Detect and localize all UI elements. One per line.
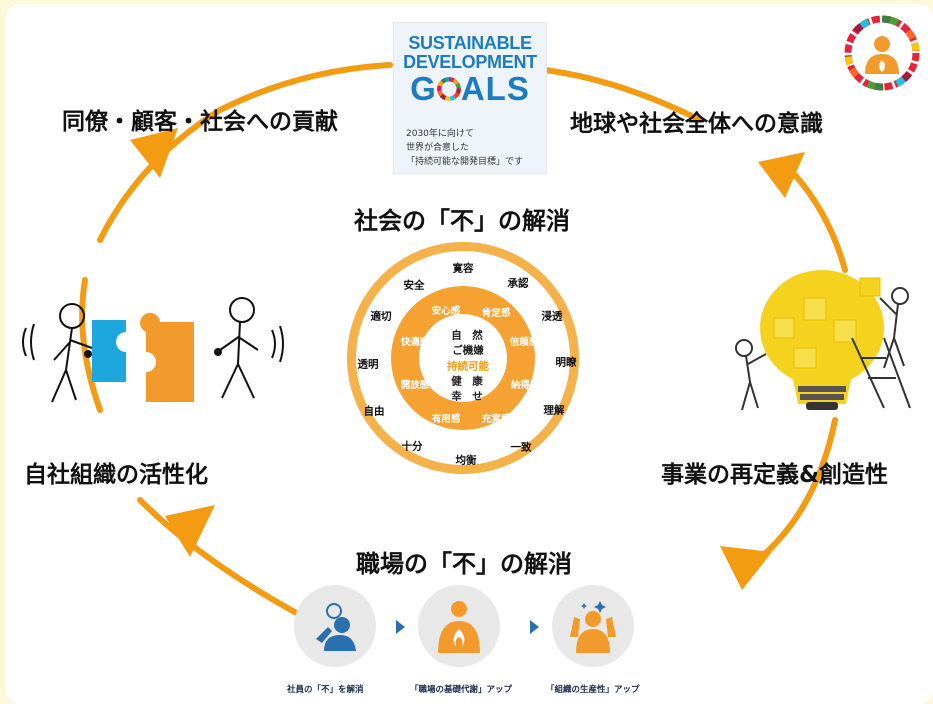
- arc-left: [79, 277, 103, 413]
- wheel-middle-item: 信頼感: [509, 337, 539, 348]
- strong-person-icon: [570, 601, 616, 653]
- label-right: 事業の再定義&創造性: [661, 462, 889, 488]
- wheel-middle-item: 安心感: [431, 306, 461, 317]
- arc-bottom-left: [137, 497, 303, 618]
- wheel-middle-item: 快適感: [400, 337, 430, 348]
- sdg-goals-g: G: [410, 70, 437, 107]
- sdg-wheel-icon: [436, 77, 461, 101]
- sdg-line1: SUSTAINABLE: [408, 33, 532, 53]
- wheel-outer-item: 寛容: [452, 262, 474, 275]
- metabolism-person-icon: [438, 601, 480, 653]
- arrow-bottom-right: [720, 546, 772, 590]
- arc-right-upper: [792, 172, 848, 273]
- arrow-top-left: [130, 128, 178, 178]
- lightbulb-puzzle-illustration: [735, 270, 911, 411]
- sdg-sub3: 「持続可能な開発目標」です: [406, 157, 524, 167]
- wheel-middle-item: 肯定感: [481, 308, 511, 319]
- center-title: 社会の「不」の解消: [354, 207, 570, 235]
- sdg-logo: SUSTAINABLE DEVELOPMENT G ALS 2030年に向けて 世…: [393, 22, 547, 174]
- arrow-top-right: [758, 152, 805, 198]
- wheel-outer-item: 安全: [403, 279, 425, 292]
- wheel-center-item: 持続可能: [447, 360, 489, 373]
- wheel-middle-item: 納得感: [510, 380, 540, 391]
- sdg-sub1: 2030年に向けて: [406, 129, 474, 139]
- arc-top-left: [97, 62, 393, 243]
- arc-right-lower: [742, 417, 838, 573]
- step-arrow-1: [396, 620, 405, 634]
- step-1-label: 社員の「不」を解消: [287, 685, 364, 695]
- wheel-outer-item: 十分: [401, 440, 423, 453]
- label-top-left: 同僚・顧客・社会への貢献: [62, 109, 338, 135]
- wheel-center-item: 幸 せ: [451, 390, 483, 403]
- wheel-outer-item: 承認: [507, 277, 529, 290]
- wheel-outer-item: 一致: [510, 441, 532, 454]
- step-3-label: 「組織の生産性」アップ: [546, 685, 640, 695]
- wheel-outer-item: 適切: [370, 310, 392, 323]
- label-left: 自社組織の活性化: [24, 462, 208, 488]
- step-arrow-2: [530, 620, 539, 634]
- sdg-goals-rest: ALS: [460, 70, 530, 107]
- wheel-middle-item: 有用感: [431, 414, 461, 425]
- wheel-middle-item: 充実感: [481, 414, 511, 425]
- wheel-outer-item: 浸透: [541, 310, 563, 323]
- sdg-sub2: 世界が合意した: [406, 143, 470, 153]
- wheel-outer-item: 透明: [357, 358, 379, 371]
- values-wheel: [347, 242, 579, 474]
- step-2-label: 「職場の基礎代謝」アップ: [410, 685, 513, 695]
- bottom-title: 職場の「不」の解消: [356, 550, 572, 578]
- sdg-goals: G ALS: [394, 70, 546, 108]
- puzzle-people-illustration: [22, 297, 284, 403]
- wheel-center-item: 健 康: [451, 375, 483, 388]
- wheel-outer-item: 均衡: [455, 454, 477, 467]
- arrow-bottom-left: [165, 505, 215, 557]
- wheel-outer-item: 理解: [543, 404, 565, 417]
- arc-top-right: [542, 67, 703, 123]
- label-top-right: 地球や社会全体への意識: [570, 111, 823, 137]
- sdg-badge-icon: [844, 15, 920, 91]
- wheel-center-item: ご機嫌: [452, 344, 484, 357]
- blue-puzzle-piece: [92, 320, 126, 382]
- sdg-line2: DEVELOPMENT: [403, 52, 537, 72]
- orange-puzzle-piece: [140, 312, 194, 402]
- worried-person-icon: [316, 603, 356, 651]
- wheel-center-item: 自 然: [451, 329, 483, 342]
- wheel-outer-item: 明瞭: [555, 356, 577, 369]
- wheel-middle-item: 開放感: [400, 380, 430, 391]
- wheel-outer-item: 自由: [363, 405, 385, 418]
